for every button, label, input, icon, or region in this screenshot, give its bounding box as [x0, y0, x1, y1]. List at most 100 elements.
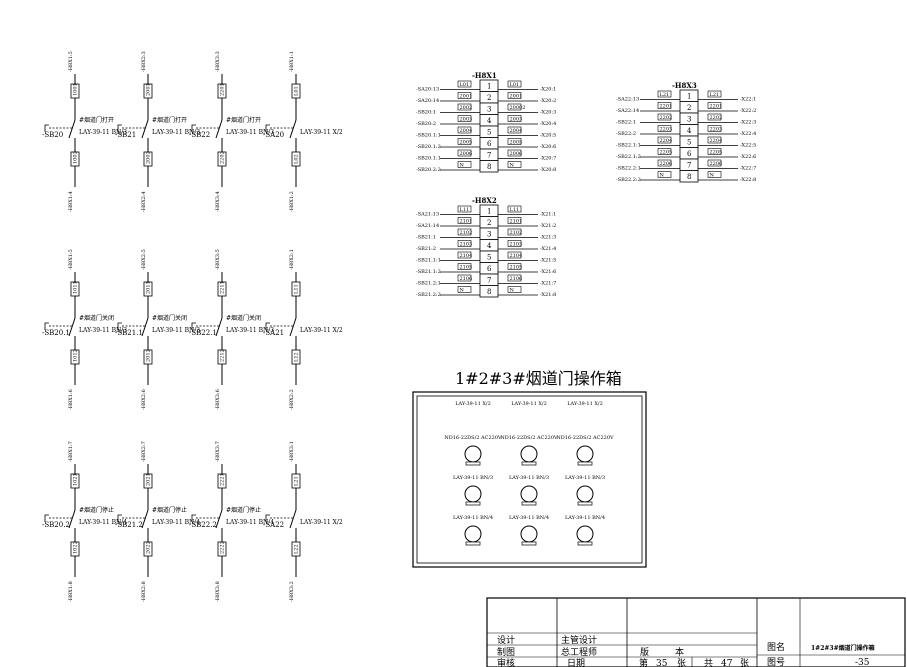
- panel-indicator: [520, 525, 538, 543]
- right-label: -X20:7: [540, 156, 556, 162]
- panel-device-label: LAY-39-11 X/2: [511, 401, 547, 407]
- left-tag: 2104: [460, 253, 473, 259]
- review-label: 审核: [497, 657, 515, 667]
- panel-indicator: [464, 525, 482, 543]
- version-value: 本: [675, 646, 684, 658]
- function-label: #烟道门打开: [226, 116, 261, 124]
- terminal-number: 1: [487, 83, 491, 91]
- bottom-tag: 2012: [146, 349, 152, 362]
- actuator-head: [265, 514, 270, 522]
- right-tag: 2001: [510, 94, 523, 100]
- terminal-number: 5: [687, 139, 691, 147]
- right-tag-box: [707, 159, 722, 167]
- panel-outer-frame: [412, 391, 647, 568]
- top-wire-label: -H8X3:3: [215, 51, 221, 72]
- sheet-number: 35: [656, 659, 668, 667]
- terminal-number: 4: [487, 242, 492, 250]
- terminal-number: 8: [687, 173, 691, 181]
- switch-2-1: -H8X3:522112212-H8X3:6-SB22.1#烟道门关闭LAY-3…: [189, 249, 274, 410]
- left-tag-box: [457, 92, 472, 99]
- panel-device-label: LAY-39-11 BN/4: [565, 515, 605, 521]
- version-label: 版: [640, 646, 649, 658]
- panel-indicator-base: [521, 461, 537, 466]
- left-tag: L01: [460, 82, 470, 88]
- switch-0-0: -H8X1:510011002-H8X1:4-SB20#烟道门打开LAY-39-…: [42, 51, 127, 212]
- left-tag-box: [457, 80, 472, 88]
- model-label: LAY-39-11 X/2: [300, 327, 343, 334]
- switch-1-2: -H8X2:720212022-H8X2:8-SB21.2#烟道门停止LAY-3…: [115, 441, 200, 602]
- right-label: -X20:2: [540, 98, 556, 104]
- model-label: LAY-39-11 BN/3: [152, 129, 200, 136]
- device-label: -SB20.2: [42, 521, 70, 529]
- top-tag: L11: [294, 284, 300, 294]
- switch-blade: [215, 317, 223, 337]
- bottom-tag-box: [70, 151, 80, 167]
- switch-blade: [215, 509, 223, 529]
- panel-indicator: [576, 445, 594, 463]
- function-label: #烟道门停止: [152, 506, 187, 514]
- left-tag-box: [457, 274, 472, 282]
- left-label: -SB22.2:1: [616, 166, 641, 172]
- top-tag: 2001: [146, 83, 152, 96]
- left-tag-box: [657, 136, 672, 144]
- device-label: -SA22: [263, 521, 284, 529]
- function-label: #烟道门停止: [226, 506, 261, 514]
- switch-blade: [289, 119, 297, 139]
- top-tag: L21: [294, 476, 300, 486]
- terminal-number: 3: [487, 106, 491, 114]
- right-tag: 2003: [510, 117, 523, 123]
- left-tag: 2002: [460, 105, 473, 111]
- actuator-head: [117, 322, 122, 330]
- top-tag-box: [291, 83, 301, 99]
- switch-blade: [289, 509, 297, 529]
- bottom-wire-label: -H8X3:8: [215, 581, 221, 602]
- right-label: -X21:2: [540, 223, 556, 229]
- right-label: -X22:7: [740, 166, 756, 172]
- left-label: -SB22:1: [616, 120, 636, 126]
- top-tag-box: [143, 281, 153, 297]
- switch-blade: [68, 317, 76, 337]
- switch-0-2: -H8X1:710211022-H8X1:8-SB20.2#烟道门停止LAY-3…: [42, 441, 127, 602]
- chief-design-label: 主管设计: [561, 634, 597, 646]
- terminal-number: 3: [487, 231, 491, 239]
- device-label: -SA20: [263, 131, 284, 139]
- left-tag: N: [460, 163, 465, 169]
- left-tag-box: [457, 205, 472, 213]
- switch-blade: [68, 119, 76, 139]
- right-tag-box: [707, 125, 722, 132]
- panel-device-label: ND16-22DS/2 AC220V: [500, 435, 558, 441]
- terminal-number: 2: [487, 219, 491, 227]
- right-label: -X22:6: [740, 154, 756, 160]
- bottom-tag-box: [217, 541, 227, 557]
- right-tag: 2106: [510, 276, 523, 282]
- left-label: -SB20.1:1: [416, 133, 441, 139]
- left-label: -SA22:13: [616, 97, 639, 103]
- top-tag-box: [217, 473, 227, 489]
- chief-engineer-label: 总工程师: [561, 646, 597, 658]
- terminal-number: 4: [687, 127, 692, 135]
- bottom-tag-box: [143, 349, 153, 365]
- terminal-number: 6: [687, 150, 692, 158]
- bottom-wire-label: -H8X2:2: [289, 389, 295, 410]
- device-label: -SB22.2: [189, 521, 217, 529]
- terminal-number: 7: [487, 152, 491, 160]
- function-label: #烟道门关闭: [79, 314, 114, 322]
- terminal-cell: [479, 160, 499, 173]
- right-tag: 2206: [710, 161, 723, 167]
- device-label: -SB21.1: [115, 329, 143, 337]
- terminal-block-0: -H8X11L01-SA20:13L01-X20:122001-SA20:142…: [416, 71, 556, 173]
- right-label: -X21:7: [540, 281, 556, 287]
- bottom-wire-label: -H8X2:6: [141, 389, 147, 410]
- function-label: #烟道门关闭: [226, 314, 261, 322]
- right-tag: 2201: [710, 104, 723, 110]
- right-tag: N: [510, 288, 515, 294]
- top-tag-box: [70, 473, 80, 489]
- right-label: -X20:1: [540, 87, 556, 93]
- right-tag: 2104: [510, 253, 523, 259]
- bottom-tag-box: [70, 349, 80, 365]
- left-tag: 2006: [460, 151, 473, 157]
- actuator-head: [44, 514, 49, 522]
- panel-indicator-base: [465, 501, 481, 506]
